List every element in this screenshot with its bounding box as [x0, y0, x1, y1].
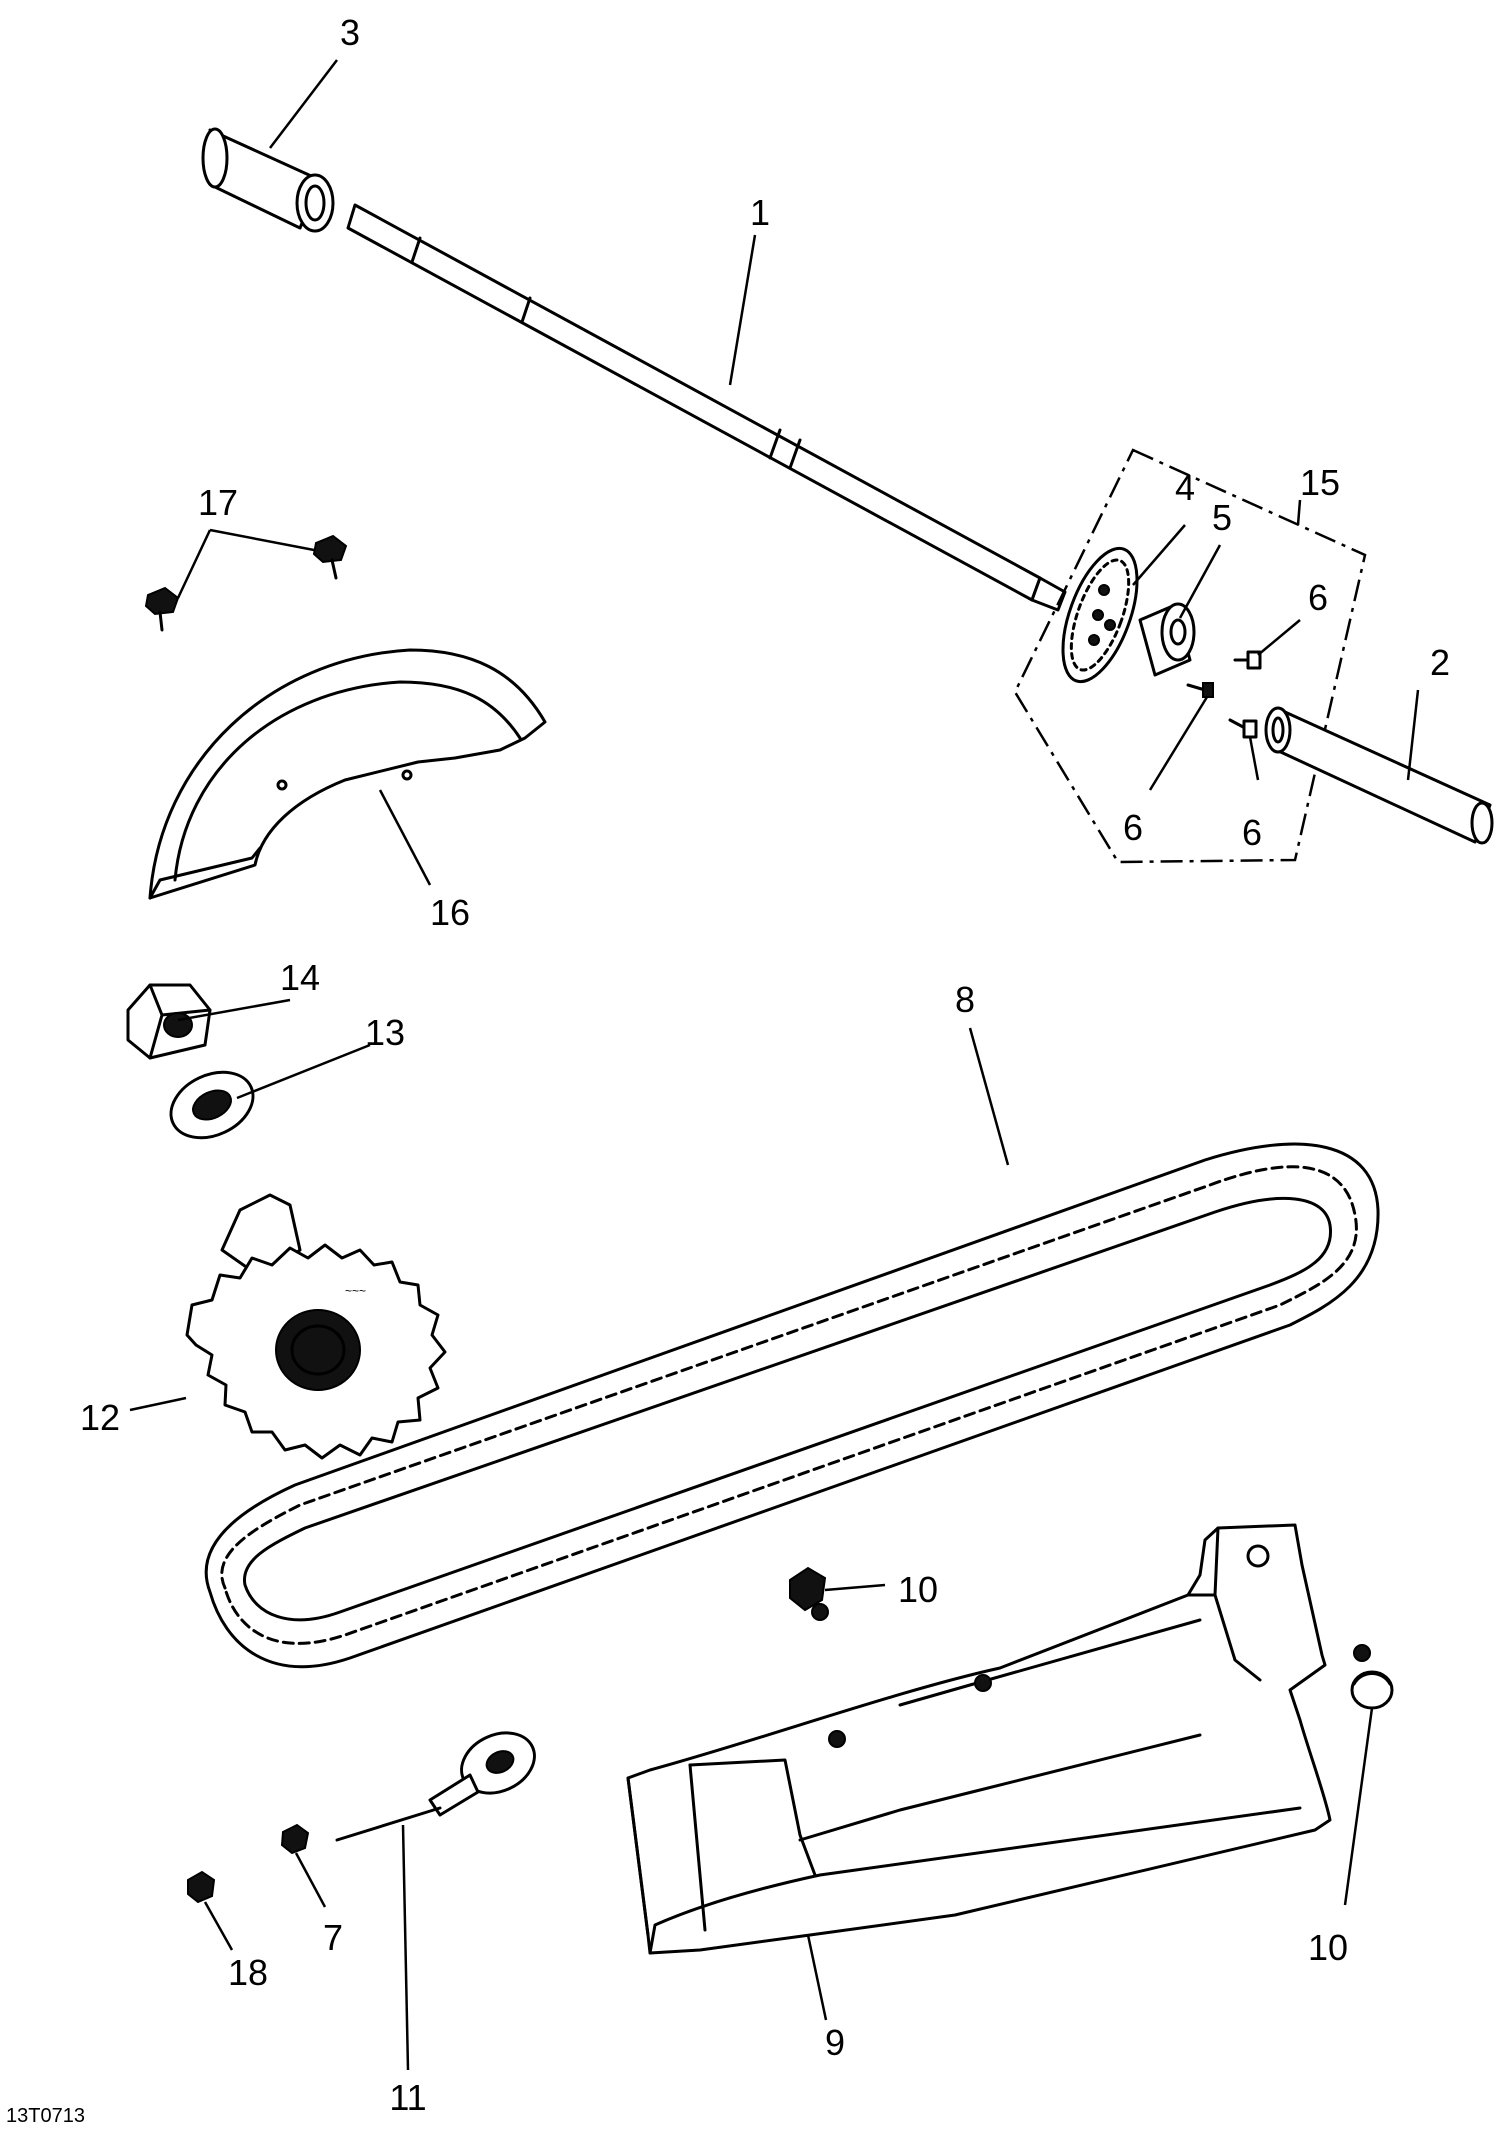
callout-4: 4 [1175, 467, 1195, 508]
callout-2: 2 [1430, 642, 1450, 683]
nut-17b [312, 534, 348, 580]
callout-13: 13 [365, 1012, 405, 1053]
callout-7: 7 [323, 1917, 343, 1958]
callout-6a: 6 [1308, 577, 1328, 618]
part-14-hex-nut [126, 983, 212, 1060]
callout-10b: 10 [1308, 1927, 1348, 1968]
callout-17: 17 [198, 482, 238, 523]
part-18-nut [187, 1870, 216, 1904]
part-10-nut-upper [789, 1566, 829, 1621]
part-2-bushing [1264, 706, 1494, 845]
part-16-guard [148, 648, 547, 900]
part-5-hub [1138, 602, 1196, 677]
callout-3: 3 [340, 12, 360, 53]
bolt-6b [1186, 682, 1214, 698]
callout-11: 11 [389, 2077, 426, 2118]
figure-id: 13T0713 [6, 2105, 85, 2127]
callout-9: 9 [825, 2022, 845, 2063]
callout-18: 18 [228, 1952, 268, 1993]
part-9-chain-guard [626, 1523, 1332, 1955]
callout-1: 1 [750, 192, 770, 233]
part-17-nuts [144, 534, 348, 632]
part-4-drive-sprocket [1061, 546, 1139, 684]
part-7-nut [280, 1823, 310, 1855]
callout-6c: 6 [1242, 812, 1262, 853]
callout-8: 8 [955, 979, 975, 1020]
nut-17a [144, 586, 180, 632]
callout-12: 12 [80, 1397, 120, 1438]
callout-labels: 3 1 2 4 5 15 6 6 6 17 16 14 13 8 12 10 1… [80, 12, 1450, 2118]
part-15-assembly-outline [1013, 448, 1367, 864]
part-8-chain [204, 1142, 1380, 1669]
bolt-6a [1233, 650, 1262, 670]
leader-lines [129, 59, 1420, 2071]
sprocket-marking: ~~~ [345, 1284, 366, 1298]
part-12-sprocket: ~~~ [185, 1193, 447, 1460]
part-13-washer [169, 1070, 255, 1140]
callout-5: 5 [1212, 497, 1232, 538]
part-1-axle-shaft [346, 203, 1067, 612]
bolt-6c [1228, 718, 1258, 739]
part-11-eye-bolt [335, 1731, 536, 1842]
part-6-bolts [1186, 650, 1262, 739]
callout-6b: 6 [1123, 807, 1143, 848]
callout-16: 16 [430, 892, 470, 933]
callout-14: 14 [280, 957, 320, 998]
part-10-nut-lower [1350, 1644, 1394, 1710]
callout-15: 15 [1300, 462, 1340, 503]
part-3-bushing [201, 127, 335, 233]
callout-10a: 10 [898, 1569, 938, 1610]
